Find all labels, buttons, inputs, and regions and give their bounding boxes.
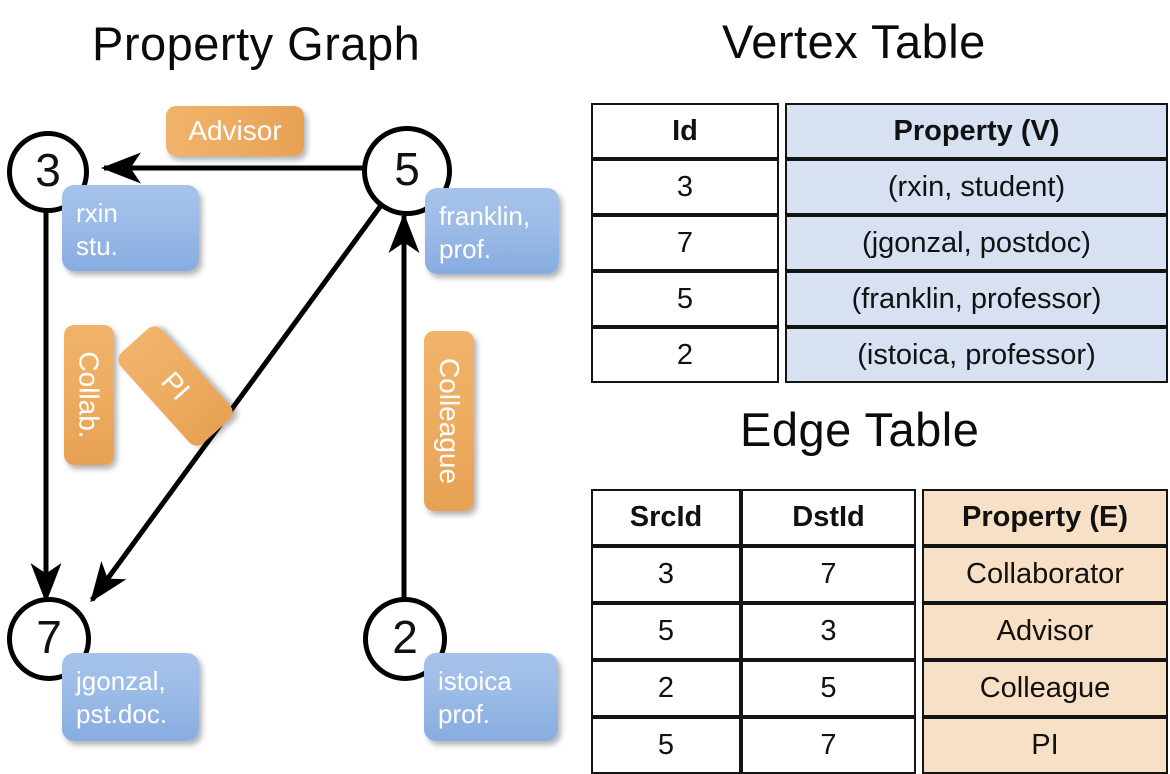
edge-cell-property: PI	[922, 717, 1168, 774]
vertex-cell-id: 3	[591, 159, 779, 215]
edge-cell-src: 5	[591, 603, 741, 660]
edge-label-advisor-text: Advisor	[188, 115, 282, 146]
vertex-cell-id: 7	[591, 215, 779, 271]
node-property-box-jgonzal: jgonzal, pst.doc.	[62, 653, 199, 741]
vertex-cell-id: 2	[591, 327, 779, 383]
edge-label-advisor: Advisor	[166, 106, 304, 156]
graph-edges-svg	[30, 152, 420, 603]
edge-cell-src: 2	[591, 660, 741, 717]
vertex-table: Id Property (V) 3 (rxin, student) 7 (jgo…	[591, 103, 1168, 383]
node-property-istoica-line2: prof.	[438, 699, 491, 730]
property-graph-panel: Property Graph Advisor Collab. PI Collea…	[0, 0, 585, 760]
edge-cell-src: 3	[591, 546, 741, 603]
graph-node-7-label: 7	[36, 611, 62, 663]
edge-cell-src: 5	[591, 717, 741, 774]
vertex-cell-property: (franklin, professor)	[785, 271, 1168, 327]
graph-node-2[interactable]: 2	[363, 597, 447, 681]
vertex-header-id: Id	[591, 103, 779, 159]
node-property-rxin-line1: rxin	[76, 198, 118, 228]
table-row: 3 (rxin, student)	[591, 159, 1168, 215]
edge-table: SrcId DstId Property (E) 3 7 Collaborato…	[591, 489, 1168, 774]
page-title-edge-table: Edge Table	[740, 403, 980, 456]
edge-label-collab-text: Collab.	[74, 351, 106, 439]
edge-label-colleague: Colleague	[424, 331, 474, 511]
edge-label-pi-text: PI	[155, 365, 197, 406]
vertex-header-property: Property (V)	[785, 103, 1168, 159]
table-row: 5 7 PI	[591, 717, 1168, 774]
edge-header-property: Property (E)	[922, 489, 1168, 546]
page-title-vertex-table: Vertex Table	[722, 15, 986, 68]
vertex-cell-property: (istoica, professor)	[785, 327, 1168, 383]
graph-node-5-label: 5	[394, 143, 420, 195]
edge-header-dstid: DstId	[741, 489, 916, 546]
node-property-rxin-line2: stu.	[76, 231, 118, 262]
vertex-cell-property: (rxin, student)	[785, 159, 1168, 215]
graph-node-3-label: 3	[35, 144, 61, 196]
node-property-box-istoica: istoica prof.	[424, 653, 558, 741]
node-property-box-rxin: rxin stu.	[62, 185, 199, 271]
edge-table-header-row: SrcId DstId Property (E)	[591, 489, 1168, 546]
edge-cell-dst: 7	[741, 717, 916, 774]
node-property-jgonzal-line2: pst.doc.	[76, 699, 168, 730]
edge-label-collab: Collab.	[64, 325, 114, 465]
node-property-jgonzal-line1: jgonzal,	[76, 666, 166, 696]
node-property-box-franklin: franklin, prof.	[425, 188, 559, 274]
vertex-cell-property: (jgonzal, postdoc)	[785, 215, 1168, 271]
graph-node-2-label: 2	[392, 611, 418, 663]
vertex-table-header-row: Id Property (V)	[591, 103, 1168, 159]
table-row: 7 (jgonzal, postdoc)	[591, 215, 1168, 271]
edge-cell-dst: 7	[741, 546, 916, 603]
page-title-property-graph: Property Graph	[92, 17, 421, 70]
edge-cell-property: Colleague	[922, 660, 1168, 717]
vertex-cell-id: 5	[591, 271, 779, 327]
node-property-istoica-line1: istoica	[438, 666, 512, 696]
edge-cell-property: Collaborator	[922, 546, 1168, 603]
table-row: 2 (istoica, professor)	[591, 327, 1168, 383]
table-row: 3 7 Collaborator	[591, 546, 1168, 603]
edge-header-srcid: SrcId	[591, 489, 741, 546]
edge-cell-dst: 3	[741, 603, 916, 660]
edge-5-to-7-pi	[89, 202, 385, 603]
edge-label-colleague-text: Colleague	[434, 357, 466, 485]
node-property-franklin-line1: franklin,	[439, 201, 531, 231]
edge-cell-property: Advisor	[922, 603, 1168, 660]
table-row: 5 3 Advisor	[591, 603, 1168, 660]
node-property-franklin-line2: prof.	[439, 234, 492, 265]
table-row: 2 5 Colleague	[591, 660, 1168, 717]
table-row: 5 (franklin, professor)	[591, 271, 1168, 327]
edge-cell-dst: 5	[741, 660, 916, 717]
